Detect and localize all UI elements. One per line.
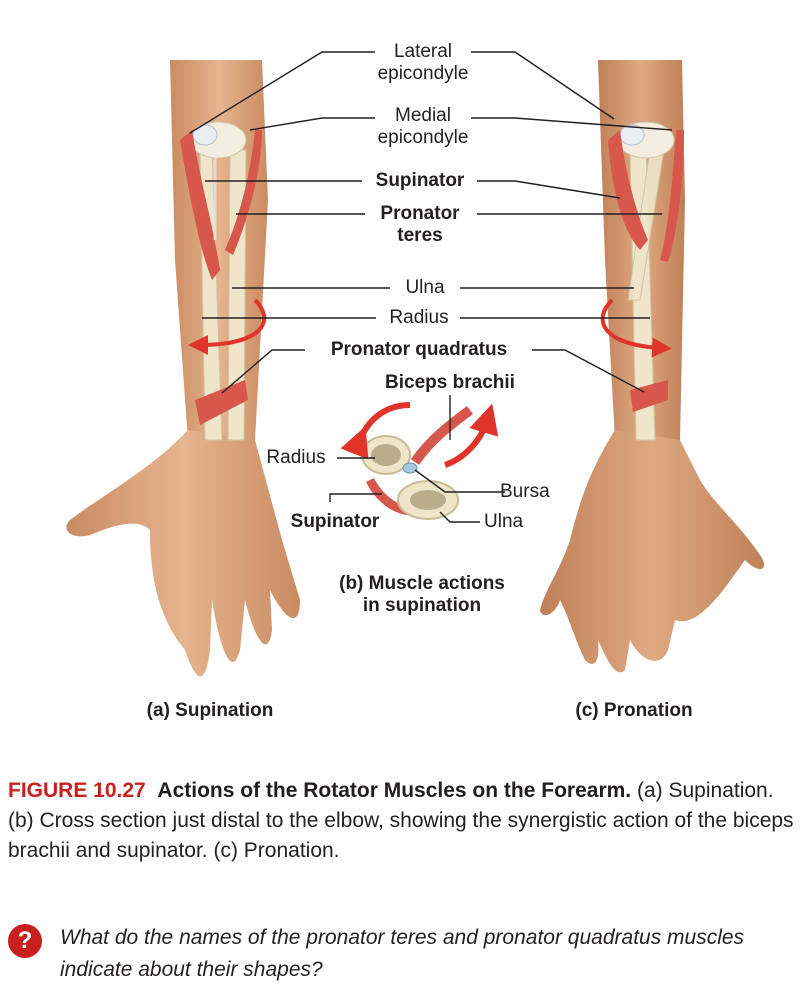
label-supinator-top: Supinator bbox=[375, 170, 465, 191]
anatomy-figure: Lateral epicondyle Medial epicondyle Sup… bbox=[66, 41, 765, 721]
pronated-forearm bbox=[540, 60, 765, 673]
label-radius-cross-section: Radius bbox=[266, 447, 326, 468]
panel-a-caption: (a) Supination bbox=[146, 700, 274, 721]
figure-caption: FIGURE 10.27 Actions of the Rotator Musc… bbox=[8, 776, 804, 866]
cross-section-diagram bbox=[340, 402, 499, 520]
label-biceps-brachii: Biceps brachii bbox=[385, 372, 515, 393]
label-radius-top: Radius bbox=[389, 307, 449, 328]
supinated-forearm bbox=[66, 60, 300, 677]
label-pronator-teres: Pronator teres bbox=[362, 203, 478, 247]
panel-b-line1: (b) Muscle actions bbox=[339, 573, 505, 594]
figure-number: FIGURE 10.27 bbox=[8, 779, 146, 802]
label-pronator-teres-line2: teres bbox=[397, 225, 443, 246]
panel-c-caption: (c) Pronation bbox=[575, 700, 693, 721]
label-lateral-epicondyle: Lateral epicondyle bbox=[374, 41, 472, 85]
review-question: ? What do the names of the pronator tere… bbox=[8, 922, 804, 992]
forearm-illustration bbox=[66, 51, 765, 677]
label-medial-line1: Medial bbox=[395, 105, 451, 126]
leader-lines bbox=[189, 51, 673, 523]
label-medial-epicondyle: Medial epicondyle bbox=[374, 105, 472, 149]
label-supinator-cross-section: Supinator bbox=[290, 511, 380, 532]
label-ulna-cross-section: Ulna bbox=[484, 511, 524, 532]
label-medial-line2: epicondyle bbox=[377, 127, 469, 148]
label-bursa: Bursa bbox=[500, 481, 550, 502]
label-lateral-line1: Lateral bbox=[393, 41, 453, 62]
label-pronator-teres-line1: Pronator bbox=[380, 203, 460, 224]
figure-title: Actions of the Rotator Muscles on the Fo… bbox=[157, 779, 632, 802]
panel-b-caption: (b) Muscle actions in supination bbox=[316, 573, 528, 617]
question-text: What do the names of the pronator teres … bbox=[60, 926, 745, 981]
label-pronator-quadratus: Pronator quadratus bbox=[330, 339, 508, 360]
figure-caption-body: (a) Supination. (b) Cross section just d… bbox=[8, 779, 794, 862]
panel-b-line2: in supination bbox=[362, 595, 482, 616]
question-mark-icon: ? bbox=[8, 924, 42, 958]
label-lateral-line2: epicondyle bbox=[377, 63, 469, 84]
label-ulna-top: Ulna bbox=[405, 277, 445, 298]
